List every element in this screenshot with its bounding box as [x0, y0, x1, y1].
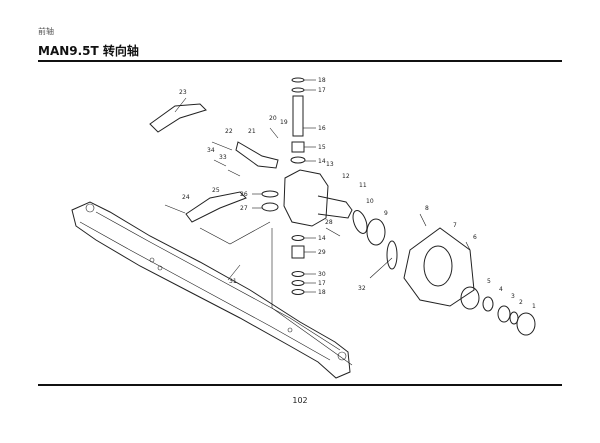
callout: 9 — [384, 210, 388, 217]
section-label: 前轴 — [38, 27, 54, 36]
hub-assembly — [352, 210, 536, 336]
callout: 14 — [318, 235, 326, 242]
callout: 1 — [532, 303, 536, 310]
callout: 28 — [325, 219, 333, 226]
callout: 33 — [219, 154, 227, 161]
callout: 15 — [318, 144, 326, 151]
callout: 26 — [240, 191, 248, 198]
callout: 11 — [359, 182, 367, 189]
page-number: 102 — [292, 396, 308, 405]
callout: 19 — [280, 119, 288, 126]
steering-knuckle — [261, 169, 353, 227]
callout: 30 — [318, 271, 326, 278]
callout: 31 — [229, 278, 237, 285]
callout: 34 — [207, 147, 215, 154]
callout: 7 — [453, 222, 457, 229]
kingpin-stack — [290, 77, 306, 295]
callout: 3 — [511, 293, 515, 300]
callout: 23 — [179, 89, 187, 96]
callout: 18 — [318, 77, 326, 84]
callout: 4 — [499, 286, 503, 293]
callout: 5 — [487, 278, 491, 285]
axle-beam — [71, 201, 351, 379]
steering-arm-23 — [149, 103, 207, 133]
callout: 18 — [318, 289, 326, 296]
callout-labels: 18 17 16 15 14 13 12 11 10 9 8 7 6 5 4 3… — [179, 77, 536, 310]
callout: 27 — [240, 205, 248, 212]
callout: 29 — [318, 249, 326, 256]
callout: 17 — [318, 280, 326, 287]
footer-divider — [38, 384, 562, 386]
bolts — [164, 127, 341, 237]
callout: 2 — [519, 299, 523, 306]
callout: 24 — [182, 194, 190, 201]
callout: 14 — [318, 158, 326, 165]
callout: 16 — [318, 125, 326, 132]
page-title: MAN9.5T 转向轴 — [38, 44, 139, 58]
callout: 20 — [269, 115, 277, 122]
callout: 13 — [326, 161, 334, 168]
callout: 17 — [318, 87, 326, 94]
header-divider — [38, 60, 562, 62]
callout: 22 — [225, 128, 233, 135]
callout: 12 — [342, 173, 350, 180]
callout: 21 — [248, 128, 256, 135]
leader-lines — [174, 79, 393, 366]
callout: 32 — [358, 285, 366, 292]
track-arm-21 — [235, 141, 279, 169]
callout: 25 — [212, 187, 220, 194]
callout: 6 — [473, 234, 477, 241]
callout: 8 — [425, 205, 429, 212]
callout: 10 — [366, 198, 374, 205]
steering-arm-25 — [185, 191, 247, 223]
